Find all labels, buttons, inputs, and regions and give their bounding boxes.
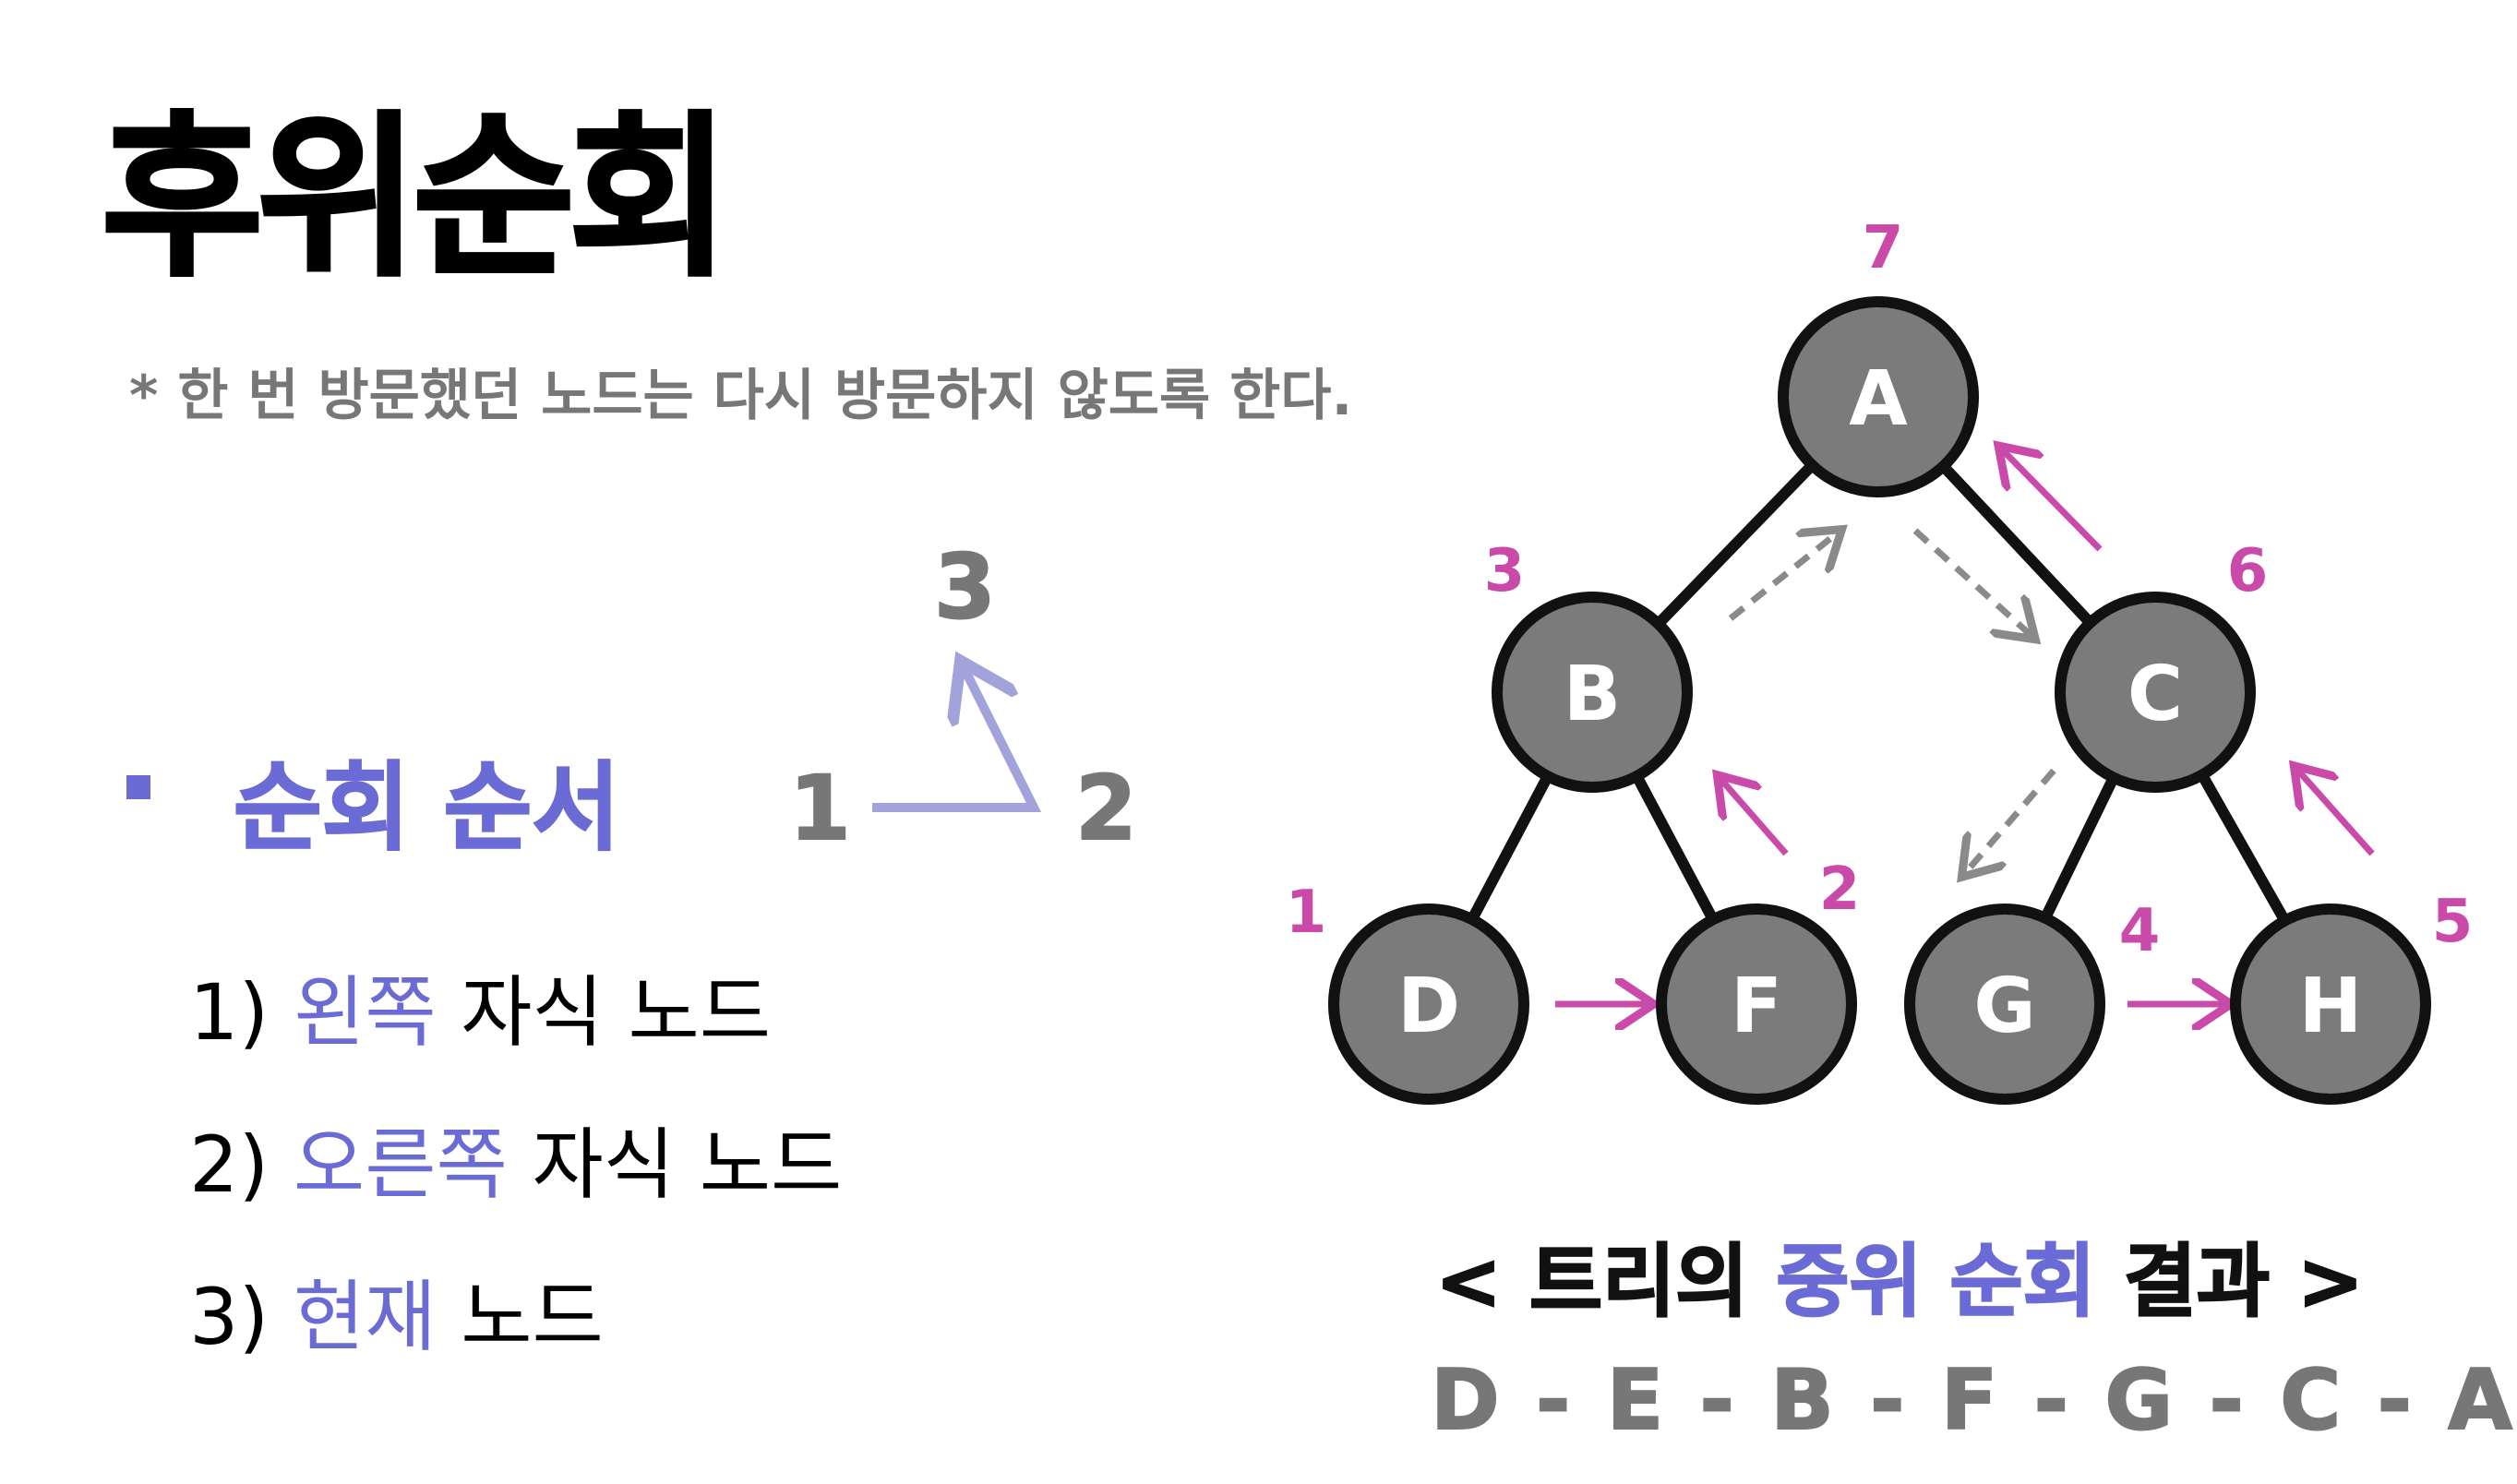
node-b: B bbox=[1492, 592, 1693, 793]
visit-order-numbers: 7 3 6 1 2 4 5 bbox=[1286, 214, 2474, 965]
step-rest: 노드 bbox=[461, 1272, 604, 1362]
node-label: G bbox=[1973, 963, 2035, 1050]
dashed-arrows bbox=[1728, 531, 2056, 872]
order-label-c: 6 bbox=[2227, 537, 2269, 605]
node-h: H bbox=[2230, 904, 2431, 1105]
order-number-2: 2 bbox=[1074, 756, 1138, 861]
caption-open: < bbox=[1434, 1235, 1503, 1329]
step-3: 3) 현재 노드 bbox=[189, 1255, 604, 1367]
order-label-d: 1 bbox=[1286, 879, 1327, 947]
step-highlight: 현재 bbox=[293, 1272, 437, 1362]
order-number-1: 1 bbox=[788, 756, 852, 861]
tree-nodes: A B C D F G H bbox=[1328, 296, 2431, 1105]
order-label-g: 4 bbox=[2119, 897, 2161, 965]
step-highlight: 오른쪽 bbox=[293, 1119, 508, 1210]
step-rest: 자식 노드 bbox=[461, 967, 772, 1058]
caption-post: 결과 bbox=[2123, 1235, 2271, 1329]
order-number-3: 3 bbox=[933, 534, 997, 640]
step-highlight: 왼쪽 bbox=[293, 967, 437, 1058]
node-label: D bbox=[1397, 963, 1460, 1050]
order-label-a: 7 bbox=[1863, 214, 1904, 282]
node-label: A bbox=[1849, 355, 1908, 443]
arrow-c-a bbox=[2003, 450, 2103, 552]
order-label-h: 5 bbox=[2432, 888, 2474, 956]
page-title: 후위순회 bbox=[100, 94, 732, 302]
node-label: C bbox=[2127, 651, 2183, 738]
step-number: 3) bbox=[189, 1272, 270, 1362]
step-1: 1) 왼쪽 자식 노드 bbox=[189, 951, 771, 1062]
node-label: B bbox=[1564, 651, 1622, 738]
arrow-h-c bbox=[2298, 771, 2375, 856]
order-label-b: 3 bbox=[1484, 537, 1526, 605]
order-label-f: 2 bbox=[1819, 856, 1861, 924]
caption-highlight: 중위 순회 bbox=[1775, 1235, 2096, 1329]
result-caption: < 트리의 중위 순회 결과 > bbox=[1434, 1216, 2365, 1332]
traversal-result: D - E - B - F - G - C - A bbox=[1430, 1351, 2516, 1450]
caption-pre: 트리의 bbox=[1528, 1235, 1749, 1329]
note-text: * 한 번 방문했던 노드는 다시 방문하지 않도록 한다. bbox=[129, 364, 1353, 428]
node-g: G bbox=[1904, 904, 2105, 1105]
node-label: F bbox=[1731, 963, 1782, 1050]
arrow-f-b bbox=[1721, 780, 1789, 856]
node-a: A bbox=[1778, 296, 1979, 497]
node-label: H bbox=[2299, 963, 2363, 1050]
caption-close: > bbox=[2296, 1235, 2365, 1329]
traversal-arrows bbox=[1555, 450, 2375, 1004]
dashed-arrow-b-a bbox=[1728, 533, 1837, 621]
order-arrow-icon bbox=[872, 669, 1042, 812]
section-title: 순회 순서 bbox=[233, 750, 621, 865]
step-2: 2) 오른쪽 자식 노드 bbox=[189, 1103, 842, 1215]
dashed-arrow-c-g bbox=[1966, 768, 2056, 872]
step-number: 2) bbox=[189, 1119, 270, 1210]
node-d: D bbox=[1328, 904, 1529, 1105]
node-f: F bbox=[1656, 904, 1857, 1105]
bullet-square bbox=[126, 775, 150, 799]
node-c: C bbox=[2055, 592, 2256, 793]
step-number: 1) bbox=[189, 967, 270, 1058]
step-rest: 자식 노드 bbox=[532, 1119, 843, 1210]
